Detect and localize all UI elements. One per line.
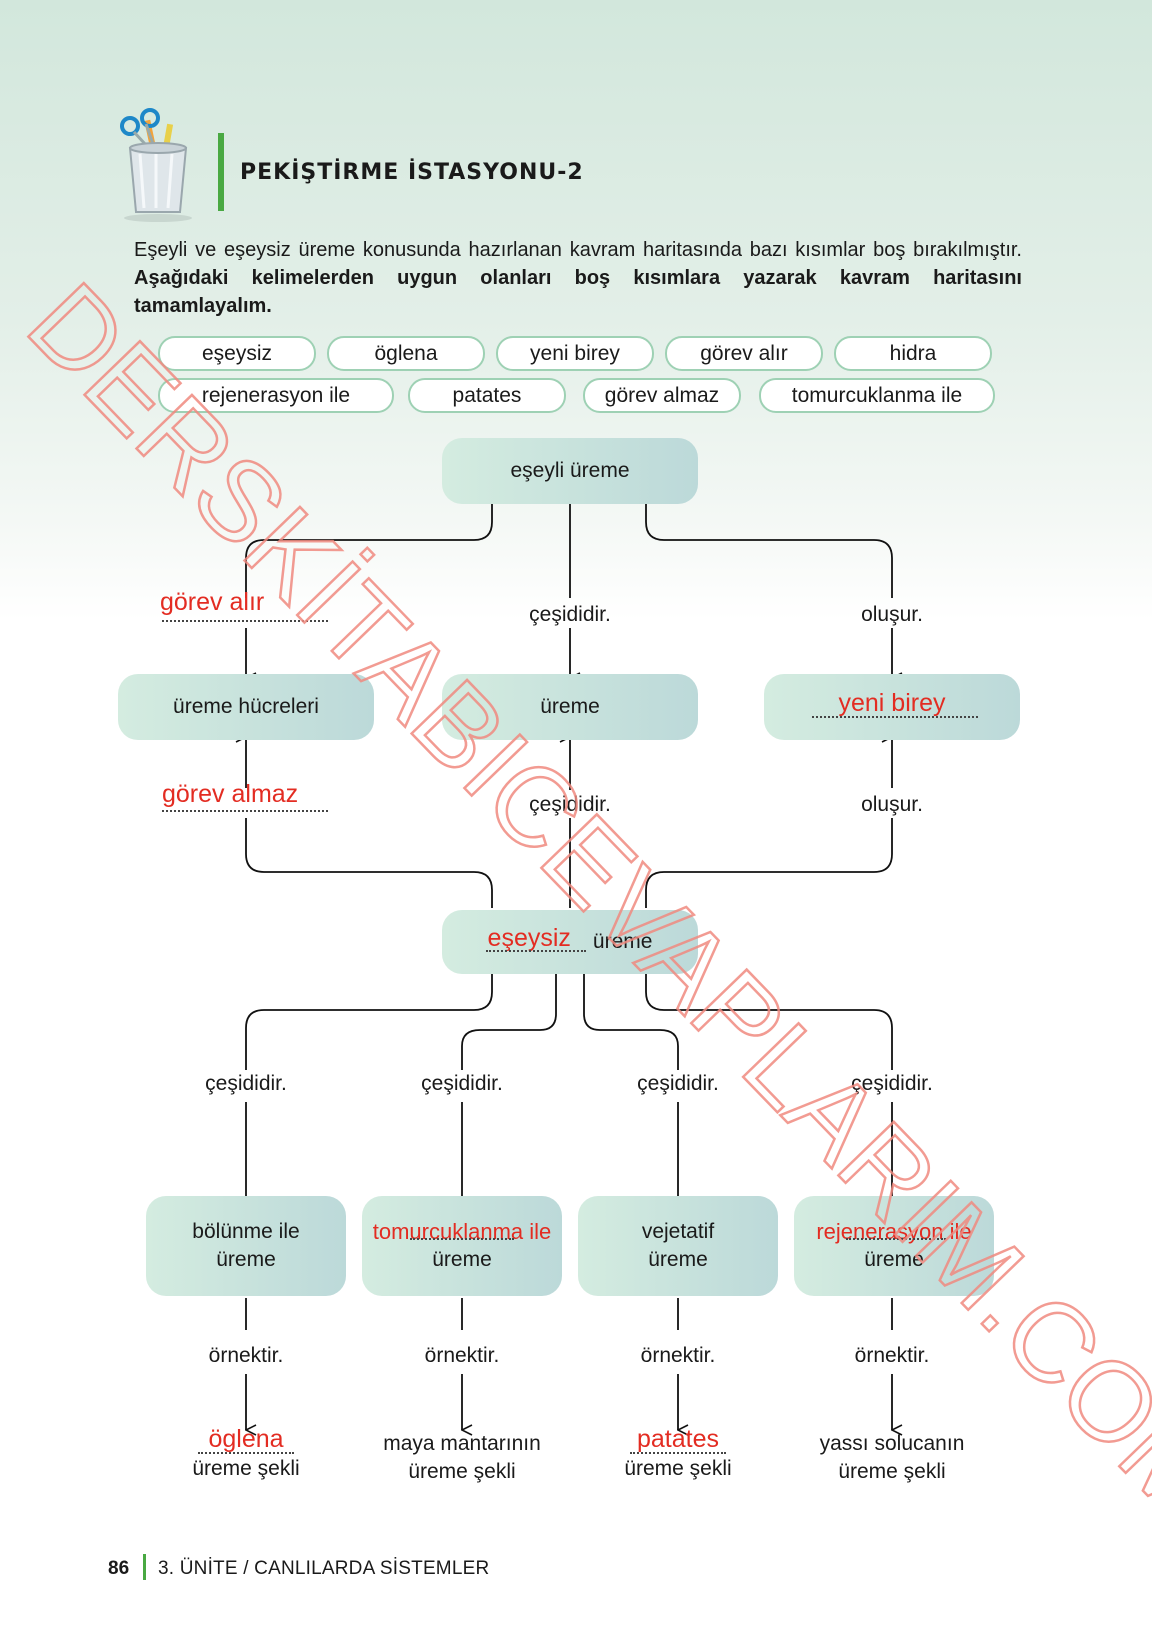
- answer-patates: patates: [636, 1425, 719, 1453]
- label-mid-top: çeşididir.: [529, 603, 611, 626]
- label-mid-bottom: çeşididir.: [529, 793, 611, 816]
- word-pill: patates: [408, 378, 566, 413]
- example-line2: üreme şekli: [192, 1457, 300, 1480]
- fill-blank-line: [162, 620, 328, 622]
- example-patates: patates üreme şekli: [598, 1424, 758, 1484]
- answer-rejenerasyon-ile: rejenerasyon ile: [816, 1219, 972, 1244]
- answer-gorev-alir: görev alır: [160, 588, 265, 616]
- answer-oglena: öglena: [208, 1425, 284, 1453]
- type-line2: üreme: [864, 1248, 924, 1271]
- instructions-normal: Eşeyli ve eşeysiz üreme konusunda hazırl…: [134, 239, 1022, 261]
- fill-blank-line: [198, 1452, 294, 1454]
- answer-yeni-birey: yeni birey: [838, 689, 946, 717]
- example-oglena: öglena üreme şekli: [166, 1424, 326, 1484]
- example-label: örnektir.: [208, 1344, 284, 1367]
- fill-blank-line: [486, 950, 586, 952]
- word-pill: öglena: [327, 336, 485, 371]
- type-line1: vejetatif: [641, 1220, 715, 1243]
- node-eseysiz-ureme: eşeysiz üreme: [442, 910, 698, 974]
- node-eseyli-ureme-label: eşeyli üreme: [510, 459, 630, 482]
- pencil-cup-icon: [118, 108, 198, 226]
- type-line2: üreme: [216, 1248, 276, 1271]
- footer-accent-bar: [143, 1554, 146, 1580]
- node-eseysiz-ureme-suffix: üreme: [592, 930, 653, 953]
- instructions-bold: Aşağıdaki kelimelerden uygun olanları bo…: [134, 267, 1022, 317]
- word-pill: görev almaz: [583, 378, 741, 413]
- page-number: 86: [108, 1558, 130, 1579]
- label-right-bottom: oluşur.: [861, 793, 923, 816]
- answer-tomurcuklanma-ile: tomurcuklanma ile: [372, 1219, 552, 1244]
- type-line1: bölünme ile: [192, 1220, 300, 1243]
- type-line2: üreme: [648, 1248, 708, 1271]
- node-ureme: üreme: [442, 674, 698, 740]
- label-right-top: oluşur.: [861, 603, 923, 626]
- node-yeni-birey: yeni birey: [764, 674, 1020, 740]
- example-line2: üreme şekli: [408, 1460, 516, 1483]
- node-ureme-hucreleri: üreme hücreleri: [118, 674, 374, 740]
- example-label: örnektir.: [640, 1344, 716, 1367]
- branch-label: çeşididir.: [205, 1072, 287, 1095]
- word-pill: rejenerasyon ile: [158, 378, 394, 413]
- example-line1: maya mantarının: [383, 1432, 541, 1455]
- branch-label: çeşididir.: [851, 1072, 933, 1095]
- answer-gorev-almaz: görev almaz: [162, 780, 299, 808]
- instructions: Eşeyli ve eşeysiz üreme konusunda hazırl…: [134, 236, 1022, 320]
- example-label: örnektir.: [424, 1344, 500, 1367]
- example-yassi-solucan: yassı solucanın üreme şekli: [792, 1430, 992, 1486]
- type-line2: üreme: [432, 1248, 492, 1271]
- example-line2: üreme şekli: [624, 1457, 732, 1480]
- word-pill: hidra: [834, 336, 992, 371]
- fill-blank-line: [410, 1238, 514, 1240]
- example-label: örnektir.: [854, 1344, 930, 1367]
- word-pill: tomurcuklanma ile: [759, 378, 995, 413]
- node-ureme-label: üreme: [540, 695, 600, 718]
- label-left-bottom: görev almaz: [162, 780, 352, 809]
- node-tomurcuklanma-ile-ureme: tomurcuklanma ile üreme: [362, 1196, 562, 1296]
- node-bolunme-ile-ureme: bölünme ile üreme: [146, 1196, 346, 1296]
- fill-blank-line: [846, 1238, 946, 1240]
- branch-label: çeşididir.: [421, 1072, 503, 1095]
- fill-blank-line: [630, 1452, 726, 1454]
- title-accent-bar: [218, 133, 224, 211]
- example-maya: maya mantarının üreme şekli: [362, 1430, 562, 1486]
- example-line1: yassı solucanın: [819, 1432, 965, 1455]
- answer-eseysiz: eşeysiz: [487, 924, 571, 952]
- node-eseyli-ureme: eşeyli üreme: [442, 438, 698, 504]
- node-vejetatif-ureme: vejetatif üreme: [578, 1196, 778, 1296]
- fill-blank-line: [162, 810, 328, 812]
- fill-blank-line: [812, 716, 978, 718]
- example-line2: üreme şekli: [838, 1460, 946, 1483]
- node-ureme-hucreleri-label: üreme hücreleri: [173, 695, 319, 718]
- branch-label: çeşididir.: [637, 1072, 719, 1095]
- page-title: PEKİŞTİRME İSTASYONU-2: [240, 160, 584, 185]
- word-pill: görev alır: [665, 336, 823, 371]
- footer-section-title: 3. ÜNİTE / CANLILARDA SİSTEMLER: [158, 1558, 490, 1579]
- node-rejenerasyon-ile-ureme: rejenerasyon ile üreme: [794, 1196, 994, 1296]
- word-pill: yeni birey: [496, 336, 654, 371]
- word-pill: eşeysiz: [158, 336, 316, 371]
- label-left-top: görev alır: [160, 588, 330, 617]
